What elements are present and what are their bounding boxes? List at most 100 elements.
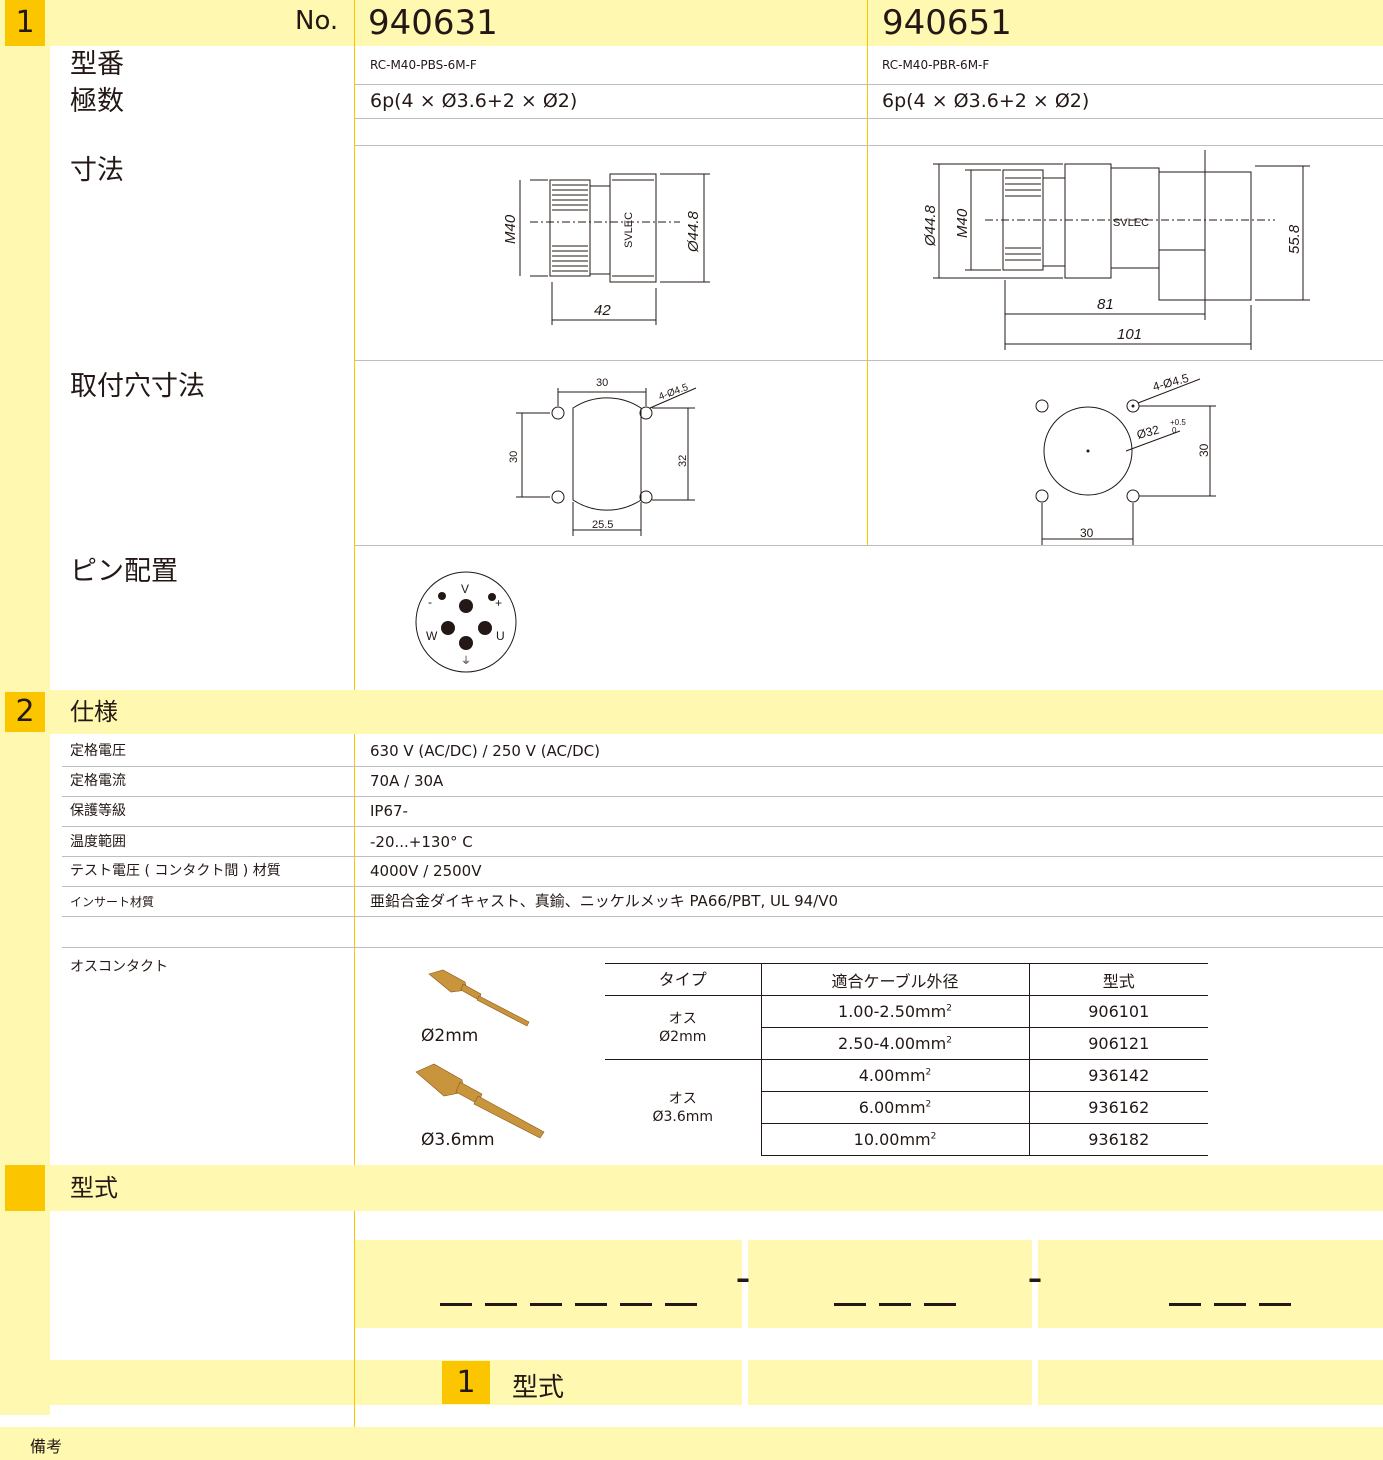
drawing-b-dia: Ø44.8: [922, 204, 939, 247]
remarks-label: 備考: [30, 1437, 63, 1456]
model-code-number-box: [5, 1165, 45, 1211]
table-cable-cell: 10.00mm2: [761, 1123, 1030, 1156]
row-line: [62, 886, 1383, 887]
poles-a: 6p(4 × Ø3.6+2 × Ø2): [370, 90, 578, 112]
spec-label-insert-material: インサート材質: [70, 895, 155, 909]
code-blank: [620, 1303, 652, 1306]
pin-earth: ⏚: [461, 655, 471, 667]
model-code-band: [0, 1165, 1383, 1211]
hole-b-bottom: 30: [1080, 526, 1094, 540]
row-line: [355, 360, 1383, 361]
table-cable-cell: 6.00mm2: [761, 1091, 1030, 1124]
part-number-b: 940651: [882, 3, 1012, 43]
row-line: [355, 118, 1383, 119]
code-blank: [575, 1303, 607, 1306]
drawing-a-thread: M40: [502, 214, 519, 244]
table-header-type: タイプ: [605, 963, 762, 996]
row-line: [62, 947, 1383, 948]
code-separator-2: –: [1028, 1262, 1042, 1295]
contacts-label: オスコンタクト: [70, 959, 168, 975]
spec-label-current: 定格電流: [70, 773, 126, 789]
code-blank: [665, 1303, 697, 1306]
drawing-b-length1: 81: [1097, 296, 1114, 313]
drawing-b-brand: SVLEC: [1113, 217, 1149, 229]
spec-value-current: 70A / 30A: [370, 772, 444, 790]
section-number-1: 1: [5, 0, 45, 46]
row-line: [355, 145, 1383, 146]
spec-label-test-voltage: テスト電圧 ( コンタクト間 ) 材質: [70, 863, 281, 879]
table-model-cell: 936142: [1029, 1059, 1208, 1092]
poles-label: 極数: [70, 86, 124, 117]
spec-value-protection: IP67-: [370, 802, 408, 820]
table-cable-cell: 2.50-4.00mm2: [761, 1027, 1030, 1060]
header-band: [0, 0, 1383, 46]
table-model-cell: 936162: [1029, 1091, 1208, 1124]
table-cable-cell: 4.00mm2: [761, 1059, 1030, 1092]
row-line: [62, 796, 1383, 797]
legend-field-1: [355, 1360, 742, 1405]
specs-title: 仕様: [70, 698, 118, 726]
drawing-b-height: 55.8: [1286, 224, 1303, 254]
table-model-cell: 906121: [1029, 1027, 1208, 1060]
dimension-drawing-b: Ø44.8 M40 55.8 81 101 SVLEC: [922, 150, 1310, 350]
legend-field-2: [748, 1360, 1032, 1405]
hole-b-center: Ø32: [1135, 422, 1161, 441]
code-blank: [834, 1303, 866, 1306]
remarks-band: [0, 1427, 1383, 1460]
pin-layout-diagram: V - + W U ⏚: [415, 571, 517, 673]
row-line: [62, 916, 1383, 917]
hole-a-bottom: 25.5: [592, 519, 613, 531]
table-model-cell: 906101: [1029, 995, 1208, 1028]
table-header-cable: 適合ケーブル外径: [761, 963, 1030, 996]
row-line: [62, 766, 1383, 767]
code-blank: [924, 1303, 956, 1306]
spec-value-temperature: -20...+130° C: [370, 833, 473, 851]
column-divider: [867, 0, 868, 545]
table-type-cell: オス Ø3.6mm: [605, 1059, 762, 1156]
spec-label-protection: 保護等級: [70, 803, 126, 819]
table-cable-cell: 1.00-2.50mm2: [761, 995, 1030, 1028]
specs-band: [0, 690, 1383, 734]
row-line: [62, 826, 1383, 827]
drawing-b-thread: M40: [954, 208, 971, 238]
row-line: [355, 545, 1383, 546]
drawing-a-length: 42: [594, 302, 611, 319]
spec-value-insert-material: 亜鉛合金ダイキャスト、真鍮、ニッケルメッキ PA66/PBT, UL 94/V0: [370, 892, 839, 910]
model-label: 型番: [70, 49, 124, 80]
model-b: RC-M40-PBR-6M-F: [882, 58, 990, 72]
code-separator-1: –: [736, 1262, 750, 1295]
hole-b-right: 30: [1197, 443, 1211, 457]
spec-value-test-voltage: 4000V / 2500V: [370, 862, 482, 880]
pin-u: U: [496, 629, 505, 643]
pin-minus: -: [428, 595, 432, 609]
code-blank: [1259, 1303, 1291, 1306]
code-field-3: [1038, 1240, 1383, 1328]
hole-a-left: 30: [508, 451, 520, 463]
mounting-hole-drawing-b: 4-Ø4.5 Ø32 +0.5 0 30 30: [1035, 371, 1216, 545]
table-row: オス Ø2mm 1.00-2.50mm2 906101: [605, 995, 1208, 1060]
table-header-model: 型式: [1029, 963, 1208, 996]
no-label: No.: [295, 6, 339, 36]
table-row: 2.50-4.00mm2 906121: [605, 1027, 1208, 1060]
spec-label-temperature: 温度範囲: [70, 834, 126, 850]
model-code-title: 型式: [70, 1174, 118, 1202]
code-blank: [1169, 1303, 1201, 1306]
code-blank: [1214, 1303, 1246, 1306]
code-blank: [879, 1303, 911, 1306]
hole-a-top: 30: [596, 377, 608, 389]
code-blank: [440, 1303, 472, 1306]
pin-w: W: [426, 629, 438, 643]
hole-b-tol-minus: 0: [1172, 426, 1177, 435]
legend-number: 1: [442, 1361, 490, 1404]
table-row: 10.00mm2 936182: [605, 1123, 1208, 1156]
dimensions-label: 寸法: [70, 155, 124, 186]
hole-a-holes: 4-Ø4.5: [657, 382, 690, 403]
row-line: [62, 856, 1383, 857]
contact-pin-small-image: [428, 969, 530, 1027]
model-a: RC-M40-PBS-6M-F: [370, 58, 477, 72]
pin-plus: +: [495, 596, 502, 610]
hole-b-tol-plus: +0.5: [1170, 418, 1186, 427]
code-field-1: [355, 1240, 742, 1328]
drawing-a-brand: SVLEC: [623, 212, 635, 248]
code-blank: [530, 1303, 562, 1306]
